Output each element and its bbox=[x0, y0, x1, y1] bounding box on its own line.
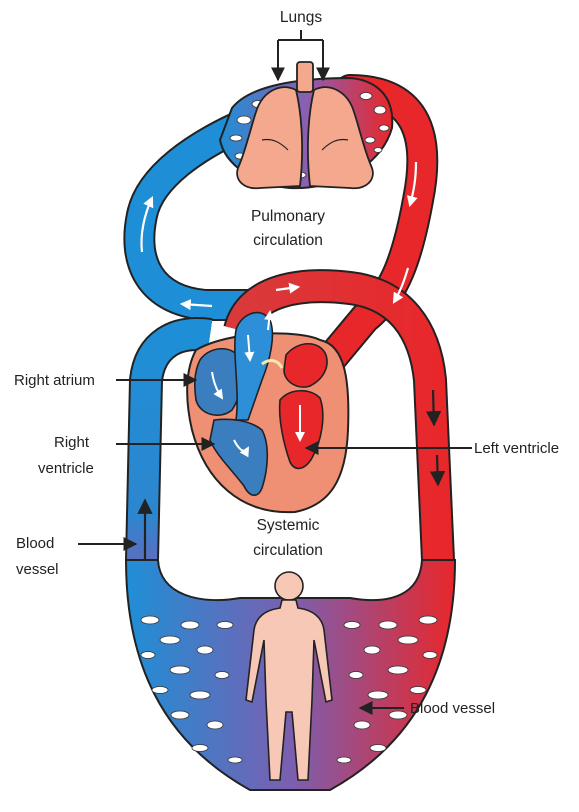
right-atrium-label: Right atrium bbox=[14, 372, 95, 389]
heart-illustration bbox=[187, 312, 348, 512]
right-ventricle-label-line2: ventricle bbox=[38, 460, 94, 477]
flow-arrow-icon bbox=[437, 455, 438, 485]
systemic-label-line2: circulation bbox=[253, 542, 323, 559]
pulmonary-label-line2: circulation bbox=[253, 232, 323, 249]
lungs-label: Lungs bbox=[280, 9, 322, 26]
systemic-label-line1: Systemic bbox=[257, 517, 320, 534]
left-ventricle-label: Left ventricle bbox=[474, 440, 559, 457]
blood-vessel-right-label: Blood vessel bbox=[410, 700, 495, 717]
right-ventricle-label-line1: Right bbox=[54, 434, 90, 451]
flow-arrow-icon bbox=[316, 306, 330, 331]
pulmonary-label-line1: Pulmonary bbox=[251, 208, 325, 225]
blood-vessel-left-label-line2: vessel bbox=[16, 561, 59, 578]
trachea bbox=[297, 62, 313, 92]
blood-vessel-left-label-line1: Blood bbox=[16, 535, 54, 552]
flow-arrow-icon bbox=[433, 390, 434, 425]
